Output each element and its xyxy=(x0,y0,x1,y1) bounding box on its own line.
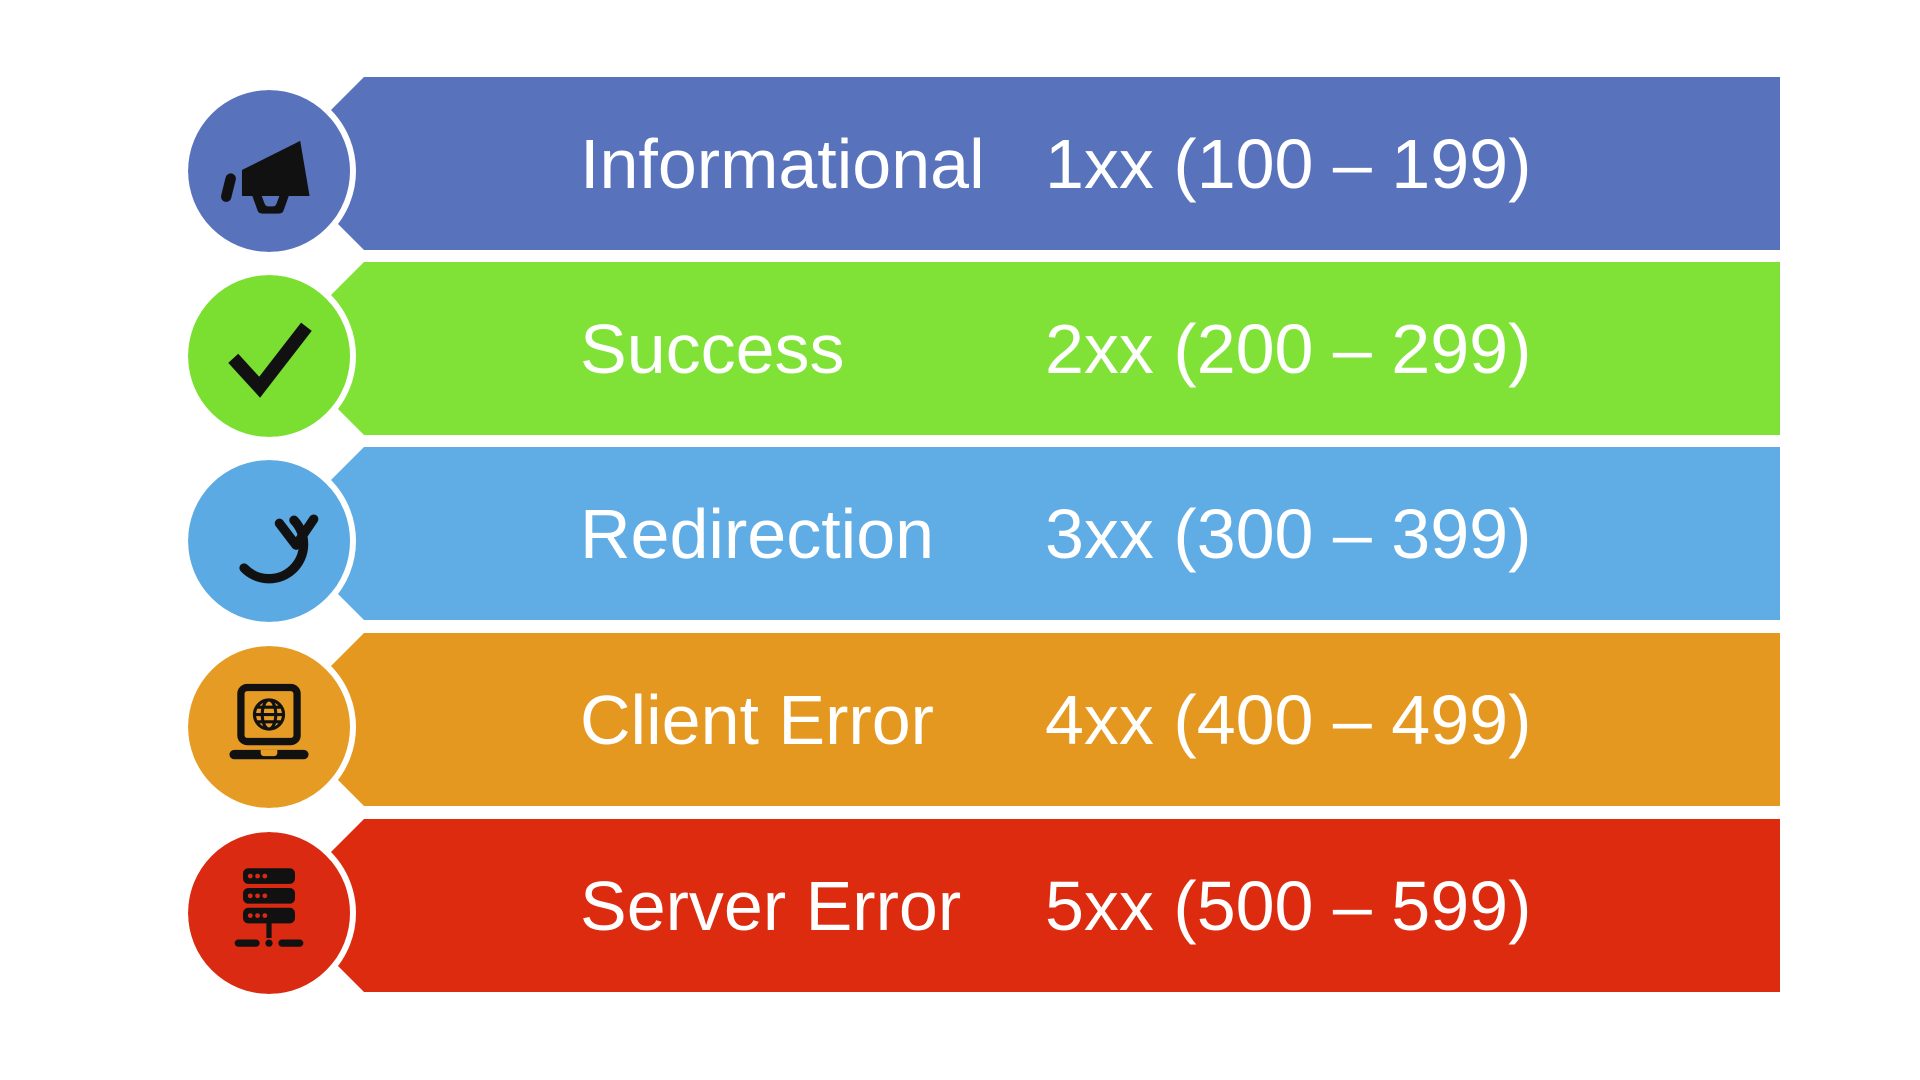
status-code-range: 2xx (200 – 299) xyxy=(1045,309,1532,388)
status-code-range: 1xx (100 – 199) xyxy=(1045,124,1532,203)
status-icon-circle xyxy=(182,84,356,258)
status-code-range: 5xx (500 – 599) xyxy=(1045,866,1532,945)
status-label: Redirection xyxy=(580,494,935,573)
status-icon-circle xyxy=(182,640,356,814)
status-row: Server Error 5xx (500 – 599) xyxy=(182,819,1786,1000)
status-row: Redirection 3xx (300 – 399) xyxy=(182,447,1786,628)
server-icon xyxy=(234,868,304,947)
status-label: Success xyxy=(580,309,845,388)
status-icon-circle xyxy=(182,269,356,443)
status-label: Informational xyxy=(580,124,985,203)
checkmark-icon xyxy=(228,322,312,398)
status-code-range: 3xx (300 – 399) xyxy=(1045,494,1532,573)
status-icon-circle xyxy=(182,454,356,628)
redo-arrow-icon xyxy=(239,514,319,584)
megaphone-icon xyxy=(220,140,310,214)
status-bar: Informational 1xx (100 – 199) xyxy=(330,77,1780,250)
status-label: Server Error xyxy=(580,866,962,945)
status-row: Client Error 4xx (400 – 499) xyxy=(182,633,1786,814)
status-bar: Client Error 4xx (400 – 499) xyxy=(330,633,1780,806)
status-code-range: 4xx (400 – 499) xyxy=(1045,680,1532,759)
status-bar: Redirection 3xx (300 – 399) xyxy=(330,447,1780,620)
status-bar: Success 2xx (200 – 299) xyxy=(330,262,1780,435)
status-row: Success 2xx (200 – 299) xyxy=(182,262,1786,443)
laptop-globe-icon xyxy=(229,683,309,760)
status-row: Informational 1xx (100 – 199) xyxy=(182,77,1786,258)
status-label: Client Error xyxy=(580,680,934,759)
status-bar: Server Error 5xx (500 – 599) xyxy=(330,819,1780,992)
status-icon-circle xyxy=(182,826,356,1000)
